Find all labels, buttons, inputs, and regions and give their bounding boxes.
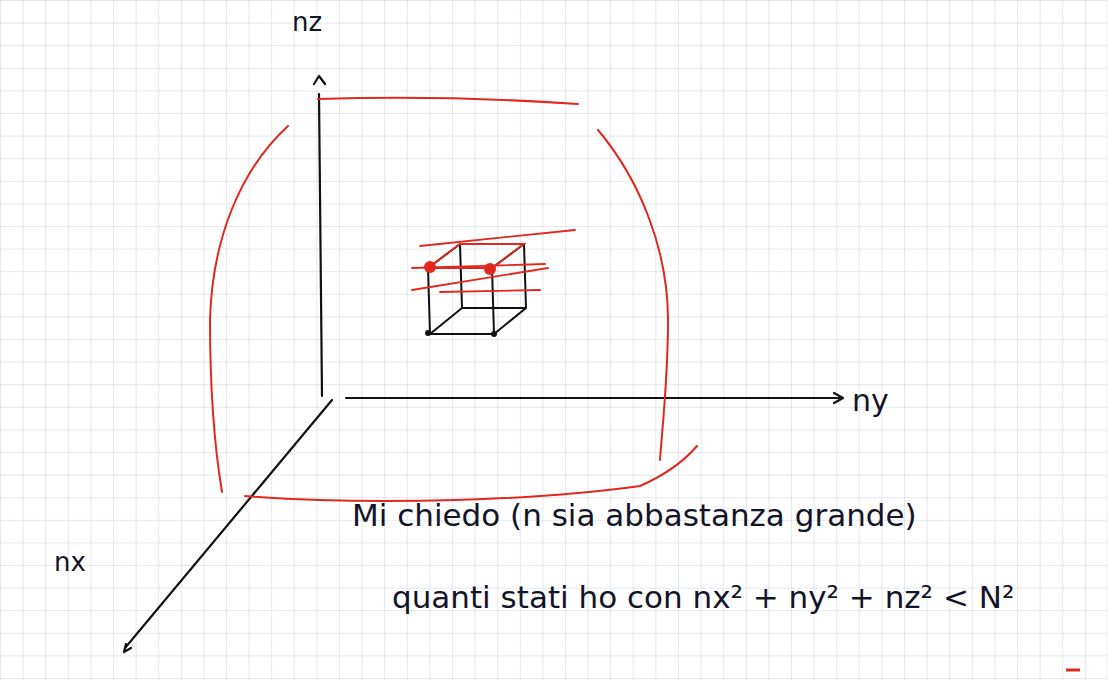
- unit-cube: [428, 244, 526, 334]
- note-text: Mi chiedo (n sia abbastanza grande): [352, 498, 917, 532]
- cube-highlight: [412, 230, 575, 292]
- axis-label: ny: [852, 384, 889, 417]
- axes: [124, 76, 843, 652]
- sphere-octant: [210, 98, 697, 501]
- axis-label: nz: [292, 8, 322, 37]
- underline-mark: [1066, 669, 1080, 672]
- lattice-points: [424, 261, 497, 337]
- axis-label: nx: [54, 548, 86, 577]
- note-text: quanti stati ho con nx² + ny² + nz² < N²: [392, 580, 1014, 614]
